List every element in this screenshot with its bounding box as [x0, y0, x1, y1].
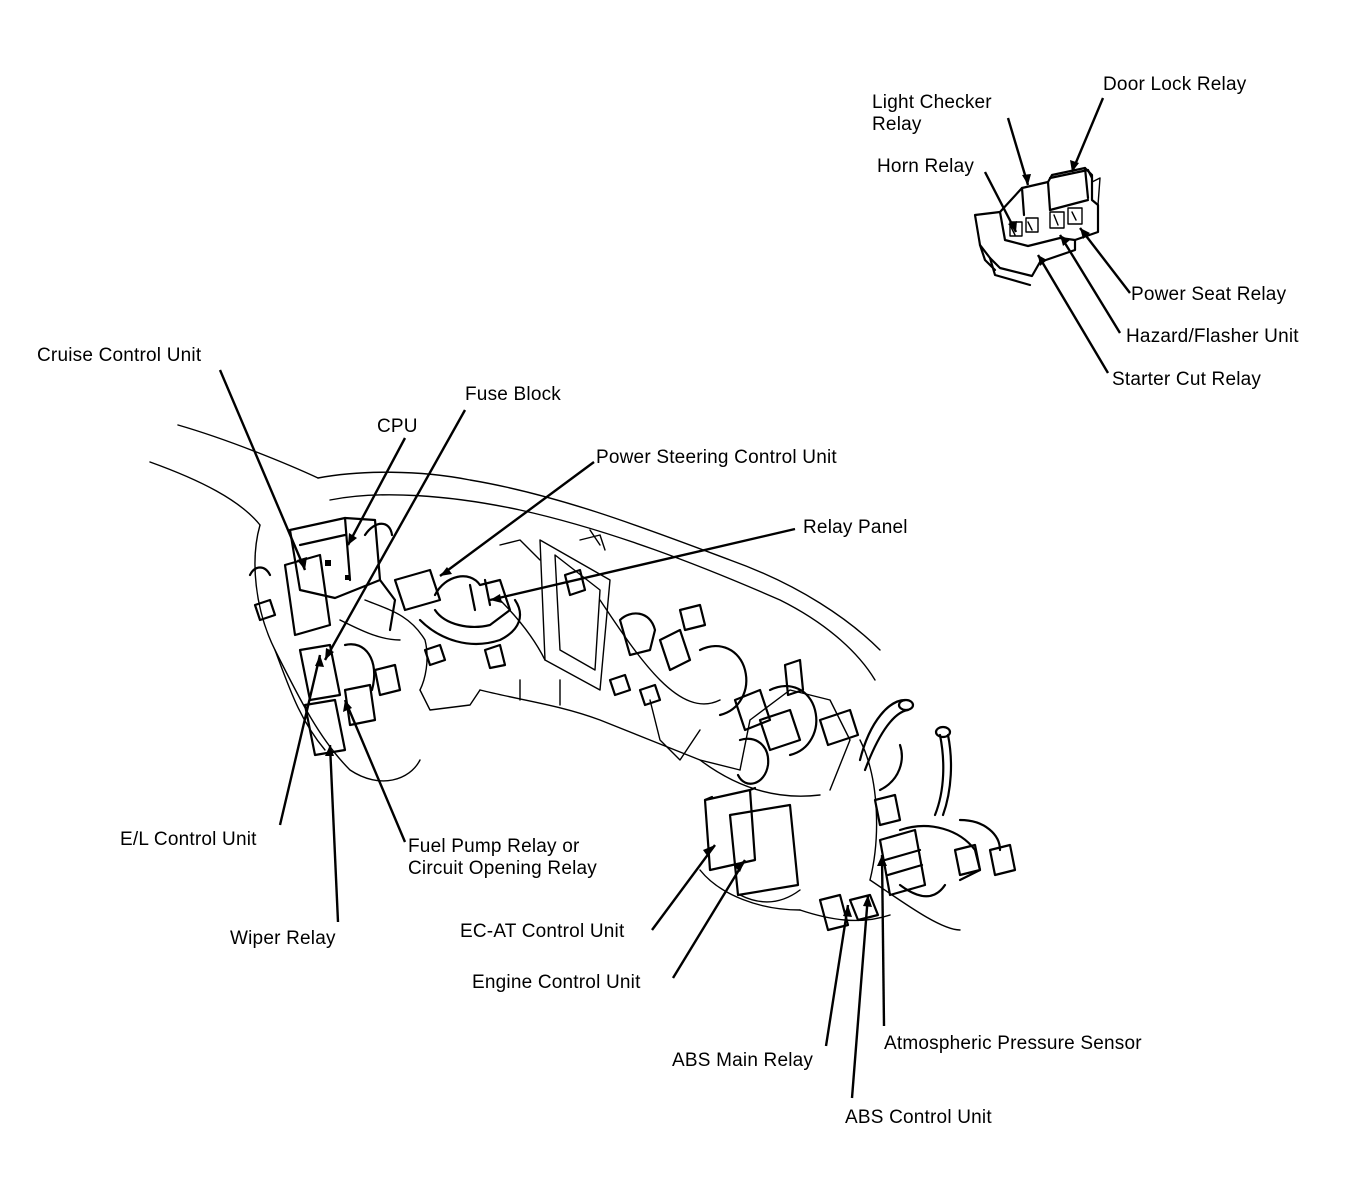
leader-atmospheric-pressure-sensor	[880, 854, 886, 1027]
leader-fuse-block	[323, 409, 467, 661]
leader-horn-relay	[983, 171, 1018, 233]
leader-el-control-unit	[278, 654, 322, 826]
label-el-control-unit: E/L Control Unit	[120, 829, 257, 850]
leader-hazard-flasher-unit	[1058, 234, 1122, 334]
label-cpu: CPU	[377, 416, 418, 437]
leader-engine-control-unit	[671, 859, 747, 979]
label-light-checker-relay: Light Checker Relay	[872, 92, 992, 135]
leader-abs-main-relay	[824, 904, 850, 1047]
label-relay-panel: Relay Panel	[803, 517, 908, 538]
leader-power-steering	[439, 461, 595, 577]
leader-wiper-relay	[328, 744, 340, 923]
leader-cruise-control-unit	[218, 369, 307, 571]
leader-lines	[218, 97, 1131, 1099]
label-hazard-flasher-unit: Hazard/Flasher Unit	[1126, 326, 1299, 347]
label-ecat-control-unit: EC-AT Control Unit	[460, 921, 625, 942]
label-door-lock-relay: Door Lock Relay	[1103, 74, 1247, 95]
leader-starter-cut-relay	[1036, 254, 1110, 374]
label-cruise-control-unit: Cruise Control Unit	[37, 345, 202, 366]
leader-relay-panel	[489, 527, 796, 602]
label-power-steering-control-unit: Power Steering Control Unit	[596, 447, 837, 468]
leader-abs-control-unit	[850, 894, 870, 1099]
label-power-seat-relay: Power Seat Relay	[1131, 284, 1287, 305]
center-components-drawing	[393, 568, 772, 732]
label-starter-cut-relay: Starter Cut Relay	[1112, 369, 1262, 390]
leader-ecat-control-unit	[651, 844, 716, 931]
dashboard-outline	[149, 424, 961, 931]
label-fuse-block: Fuse Block	[465, 384, 561, 405]
leader-arrowheads	[297, 160, 1090, 917]
relay-cluster-drawing	[973, 166, 1101, 287]
left-components-drawing	[248, 516, 428, 757]
leader-door-lock-relay	[1070, 97, 1105, 173]
label-abs-main-relay: ABS Main Relay	[672, 1050, 814, 1071]
label-horn-relay: Horn Relay	[877, 156, 975, 177]
right-components-drawing	[699, 658, 1017, 932]
leader-cpu	[346, 437, 407, 546]
leader-light-checker-relay	[1006, 117, 1030, 186]
label-wiper-relay: Wiper Relay	[230, 928, 336, 949]
label-engine-control-unit: Engine Control Unit	[472, 972, 641, 993]
control-unit-boxes	[703, 786, 801, 903]
leader-fuel-pump-relay	[343, 699, 407, 843]
label-abs-control-unit: ABS Control Unit	[845, 1107, 992, 1128]
label-fuel-pump-relay: Fuel Pump Relay or Circuit Opening Relay	[408, 836, 598, 879]
leader-power-seat-relay	[1079, 227, 1131, 294]
label-atmospheric-pressure-sensor: Atmospheric Pressure Sensor	[884, 1033, 1142, 1054]
